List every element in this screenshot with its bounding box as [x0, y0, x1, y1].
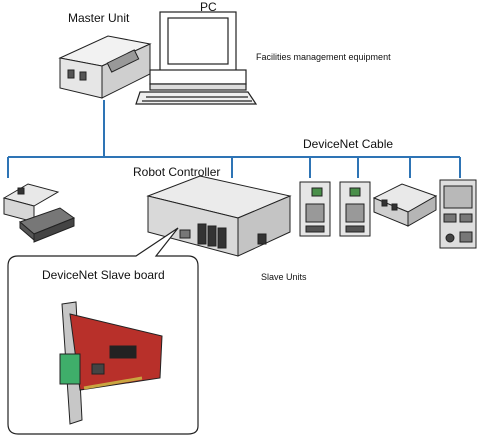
devicenet-cable: [7, 100, 461, 178]
slave-unit-1-icon: [299, 181, 331, 237]
facilities-label: Facilities management equipment: [256, 52, 391, 62]
robot-controller-label: Robot Controller: [133, 165, 221, 179]
slave-units-label: Slave Units: [261, 272, 307, 282]
robot-controller-icon: [146, 175, 292, 257]
master-unit-label: Master Unit: [68, 11, 130, 25]
slave-unit-3-icon: [372, 183, 438, 227]
slave-board-label: DeviceNet Slave board: [42, 268, 165, 282]
devicenet-cable-label: DeviceNet Cable: [303, 137, 394, 151]
pc-icon: [135, 11, 258, 105]
devicenet-slave-board-icon: [59, 301, 163, 425]
pc-label: PC: [200, 0, 217, 14]
master-unit-icon: [58, 35, 152, 99]
slave-unit-4-icon: [439, 179, 477, 249]
facilities-equipment-icon: [2, 183, 76, 243]
slave-unit-2-icon: [339, 181, 371, 237]
